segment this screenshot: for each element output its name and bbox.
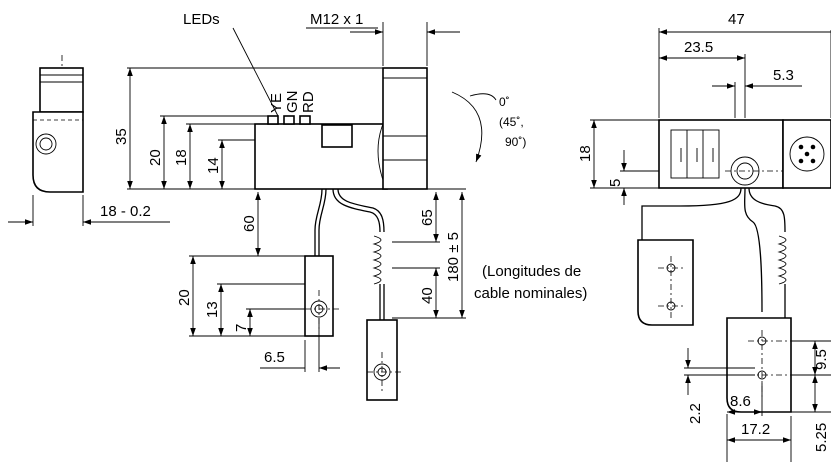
cable-note-1: (Longitudes de (482, 263, 581, 280)
cable-coil (372, 235, 382, 285)
width-23-5: 23.5 (684, 39, 713, 56)
top-view: 47 23.5 5.3 18 5 (577, 11, 831, 462)
cable-60: 60 (241, 215, 258, 232)
led-gn-label: GN (284, 91, 301, 114)
led-rd-label: RD (300, 91, 317, 113)
width-47: 47 (728, 11, 745, 28)
right-2-2: 2.2 (687, 403, 704, 424)
height-14: 14 (205, 157, 222, 174)
led-gn (283, 115, 295, 125)
sensor-head-2 (366, 319, 398, 401)
height-20: 20 (147, 149, 164, 166)
rotation-alt-2: 90˚) (505, 135, 526, 149)
cable-65: 65 (419, 209, 436, 226)
right-9-5: 9.5 (813, 349, 830, 370)
right-5-25: 5.25 (813, 423, 830, 452)
right-5: 5 (607, 179, 624, 187)
cable-note-2: cable nominales) (474, 285, 587, 302)
rotation-alt-1: (45˚, (499, 115, 524, 129)
led-rd (299, 115, 311, 125)
sensor-7: 7 (233, 324, 250, 332)
m12-connector (382, 67, 428, 190)
mounting-plate-1 (637, 239, 694, 326)
leds-label: LEDs (183, 11, 220, 28)
front-view: YE GN RD LEDs M12 x 1 (113, 11, 587, 401)
height-35: 35 (113, 128, 130, 145)
led-ye-label: YE (268, 93, 285, 113)
width-5-3: 5.3 (773, 67, 794, 84)
thickness-dimension: 18 - 0.2 (100, 203, 151, 220)
sensor-20: 20 (176, 289, 193, 306)
height-18: 18 (173, 149, 190, 166)
right-17-2: 17.2 (741, 421, 770, 438)
right-8-6: 8.6 (730, 393, 751, 410)
cable-180: 180 ± 5 (445, 232, 462, 282)
cable-40: 40 (419, 287, 436, 304)
side-view: 18 - 0.2 (8, 55, 170, 226)
sensor-6-5: 6.5 (264, 349, 285, 366)
led-ye (267, 115, 279, 125)
rotation-0: 0˚ (499, 95, 510, 109)
sensor-13: 13 (204, 301, 221, 318)
right-18: 18 (577, 145, 594, 162)
connector-label: M12 x 1 (310, 11, 363, 28)
